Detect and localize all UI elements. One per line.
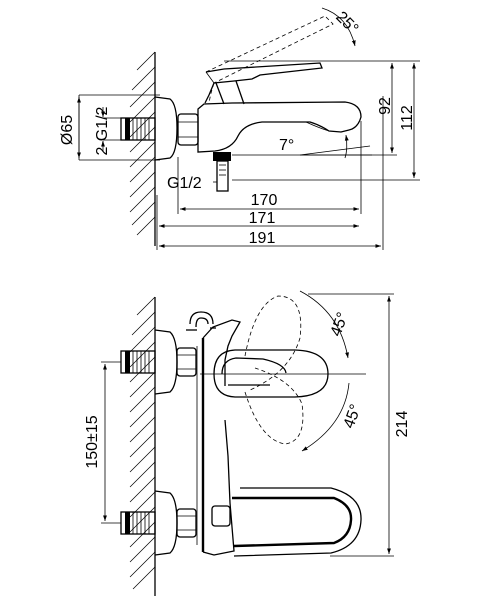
- diameter-label: Ø65: [59, 115, 76, 145]
- front-view: 45° 45° 150±15 214: [84, 290, 411, 596]
- rosette-side: [154, 96, 178, 161]
- outlet-thread-label: G1/2: [167, 175, 202, 192]
- dim-92-label: 92: [377, 97, 394, 115]
- lower-inlet-front: [120, 490, 197, 556]
- wall-connection-side: [120, 117, 156, 141]
- lever-swing-side: [205, 15, 334, 105]
- faucet-body-front: [196, 319, 362, 557]
- lever-handle-side: [204, 62, 323, 105]
- wall-thread-label: 2-G1/2: [94, 106, 111, 155]
- dim-214-label: 214: [394, 411, 411, 438]
- inlet-spacing-label: 150±15: [84, 415, 101, 468]
- outlet-connector-side: [213, 152, 231, 192]
- dim-112-label: 112: [399, 105, 416, 131]
- dim-191-label: 191: [249, 230, 276, 247]
- shower-hook-front: [186, 311, 216, 331]
- faucet-body-side: [197, 101, 362, 153]
- lever-handle-front: [213, 349, 329, 398]
- nut-side: [177, 113, 199, 146]
- lever-top-angle-label: 45°: [328, 310, 352, 339]
- lever-swing-front: [200, 290, 366, 452]
- wall-front: [129, 296, 156, 596]
- wall-side: [129, 51, 156, 246]
- dim-170-label: 170: [251, 192, 278, 209]
- upper-inlet-front: [120, 329, 197, 395]
- dim-171-label: 171: [249, 210, 276, 227]
- lever-bottom-angle-label: 45°: [341, 402, 365, 431]
- spout-angle-label: 7°: [279, 137, 294, 154]
- lever-angle-label: 25°: [332, 9, 361, 38]
- side-view: 25° 7° Ø65 2-G1/2 G1/2 170 171 191: [59, 7, 420, 250]
